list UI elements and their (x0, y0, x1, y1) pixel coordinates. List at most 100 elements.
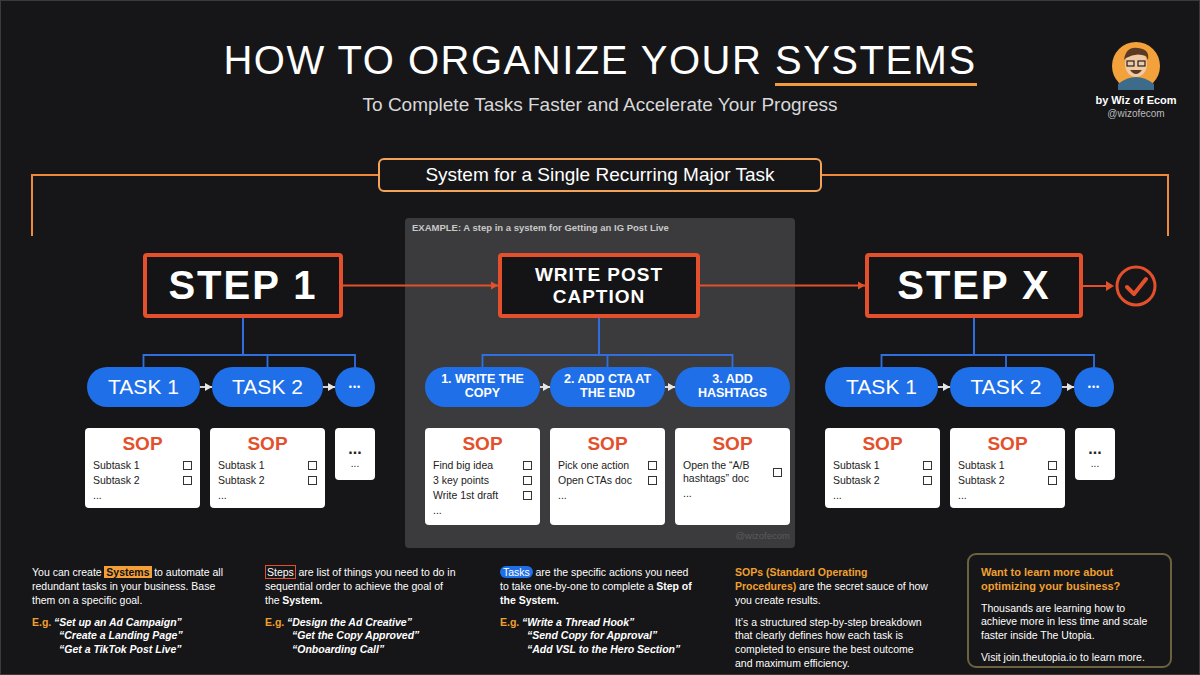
example-row: E.g.“Set up an Ad Campaign” (32, 616, 237, 630)
arrowhead (491, 282, 498, 290)
task-pill: TASK 2 (212, 367, 323, 407)
bracket-connector (882, 318, 975, 367)
sop-row: Pick one action (558, 459, 657, 472)
node-label: System for a Single Recurring Major Task (425, 164, 774, 186)
example-prefix: E.g. (265, 616, 284, 628)
subtask-text: Subtask 2 (833, 474, 880, 487)
explainer-text: Steps (265, 565, 296, 579)
sop-row: ... (433, 504, 532, 517)
explainer-paragraph: E.g.“Design the Ad Creative”“Get the Cop… (265, 616, 470, 658)
subtask-text: Open CTAs doc (558, 474, 632, 487)
ellipsis-text: ... (348, 440, 361, 458)
subtask-text: Subtask 1 (93, 459, 140, 472)
sop-heading: SOP (958, 433, 1057, 455)
explainer-paragraph: Tasksare the specific actions you need t… (500, 566, 700, 608)
bracket-connector (144, 318, 244, 367)
node-label: TASK 2 (232, 375, 303, 399)
checkbox (523, 476, 532, 485)
example-row: E.g.“Design the Ad Creative” (265, 616, 470, 630)
explainer-text: Tasks (500, 566, 533, 578)
bracket-connector (243, 318, 355, 367)
sop-heading: SOP (433, 433, 532, 455)
sop-card: SOPOpen the “A/B hashtags” doc... (675, 428, 790, 525)
arrowhead (943, 383, 950, 391)
diagram-title: HOW TO ORGANIZE YOUR SYSTEMS (0, 38, 1200, 83)
subtask-text: 3 key points (433, 474, 489, 487)
panel-heading: EXAMPLE: A step in a system for Getting … (405, 218, 795, 237)
explainer-paragraph: It’s a structured step-by-step breakdown… (735, 616, 930, 671)
bracket-connector (974, 318, 1006, 367)
example-item: “Create a Landing Page” (59, 629, 237, 643)
ellipsis-text: ... (351, 458, 359, 469)
system-box: System for a Single Recurring Major Task (378, 158, 822, 192)
subtask-text: Subtask 1 (218, 459, 265, 472)
sop-heading: SOP (218, 433, 317, 455)
node-label: TASK 1 (108, 375, 179, 399)
subtask-text: ... (93, 489, 102, 502)
task-pill: TASK 1 (825, 367, 938, 407)
sop-card: SOPSubtask 1Subtask 2... (85, 428, 200, 508)
sop-row: Subtask 1 (833, 459, 932, 472)
subtask-text: ... (958, 489, 967, 502)
sop-row: Open CTAs doc (558, 474, 657, 487)
more-sop-card: ...... (1075, 428, 1115, 480)
sop-row: Subtask 1 (958, 459, 1057, 472)
example-item: “Send Copy for Approval” (527, 629, 700, 643)
example-step-box: WRITE POST CAPTION (498, 253, 700, 318)
checkbox (923, 461, 932, 470)
subtask-text: ... (558, 489, 567, 502)
example-item: “Get the Copy Approved” (292, 629, 470, 643)
watermark: @wizofecom (680, 530, 790, 541)
explainer-paragraph: E.g.“Write a Thread Hook”“Send Copy for … (500, 616, 700, 658)
check-mark (1127, 279, 1146, 294)
subtask-text: ... (833, 489, 842, 502)
node-label: TASK 2 (971, 375, 1042, 399)
subtask-text: Subtask 2 (958, 474, 1005, 487)
node-label: STEP X (897, 263, 1051, 308)
example-prefix: E.g. (500, 616, 519, 628)
sop-row: Subtask 2 (958, 474, 1057, 487)
sop-row: Subtask 1 (218, 459, 317, 472)
example-row: E.g.“Write a Thread Hook” (500, 616, 700, 630)
step-box: STEP 1 (143, 253, 343, 318)
explainer-paragraph: E.g.“Set up an Ad Campaign”“Create a Lan… (32, 616, 237, 658)
sop-row: ... (958, 489, 1057, 502)
explainer-paragraph: SOPs (Standard Operating Procedures)are … (735, 566, 930, 608)
promo-heading: Want to learn more about optimizing your… (981, 565, 1158, 594)
example-panel-bg (405, 218, 795, 548)
explainer-column: Stepsare list of things you need to do i… (265, 566, 470, 665)
subtask-text: ... (433, 504, 442, 517)
done-arrow (1083, 285, 1108, 287)
bracket-connector (483, 318, 600, 367)
sop-row: Subtask 2 (833, 474, 932, 487)
checkbox (1048, 461, 1057, 470)
explainer-column: Tasksare the specific actions you need t… (500, 566, 700, 665)
checkbox (183, 476, 192, 485)
node-label: TASK 1 (846, 375, 917, 399)
sop-heading: SOP (683, 433, 782, 455)
sop-card: SOPSubtask 1Subtask 2... (825, 428, 940, 508)
sop-row: Subtask 1 (93, 459, 192, 472)
node-label: ••• (1088, 382, 1100, 392)
done-circle (1117, 267, 1155, 305)
arrowhead (328, 383, 335, 391)
sop-row: Write 1st draft (433, 489, 532, 502)
task-pill: 2. ADD CTA AT THE END (550, 367, 665, 407)
explainer-text: System. (282, 594, 322, 606)
checkbox (308, 461, 317, 470)
node-label: 2. ADD CTA AT THE END (558, 373, 657, 401)
ellipsis-text: ... (1088, 440, 1101, 458)
node-label: ••• (349, 382, 361, 392)
subtask-text: ... (683, 487, 692, 500)
task-pill: 3. ADD HASHTAGS (675, 367, 790, 407)
checkbox (648, 476, 657, 485)
explainer-paragraph: Stepsare list of things you need to do i… (265, 566, 470, 608)
task-pill: 1. WRITE THE COPY (425, 367, 540, 407)
checkbox (523, 491, 532, 500)
sop-heading: SOP (93, 433, 192, 455)
more-sop-card: ...... (335, 428, 375, 480)
explainer-paragraph: You can createSystemsto automate all red… (32, 566, 237, 608)
example-item: “Add VSL to the Hero Section” (527, 643, 700, 657)
diagram-subtitle: To Complete Tasks Faster and Accelerate … (0, 94, 1200, 116)
